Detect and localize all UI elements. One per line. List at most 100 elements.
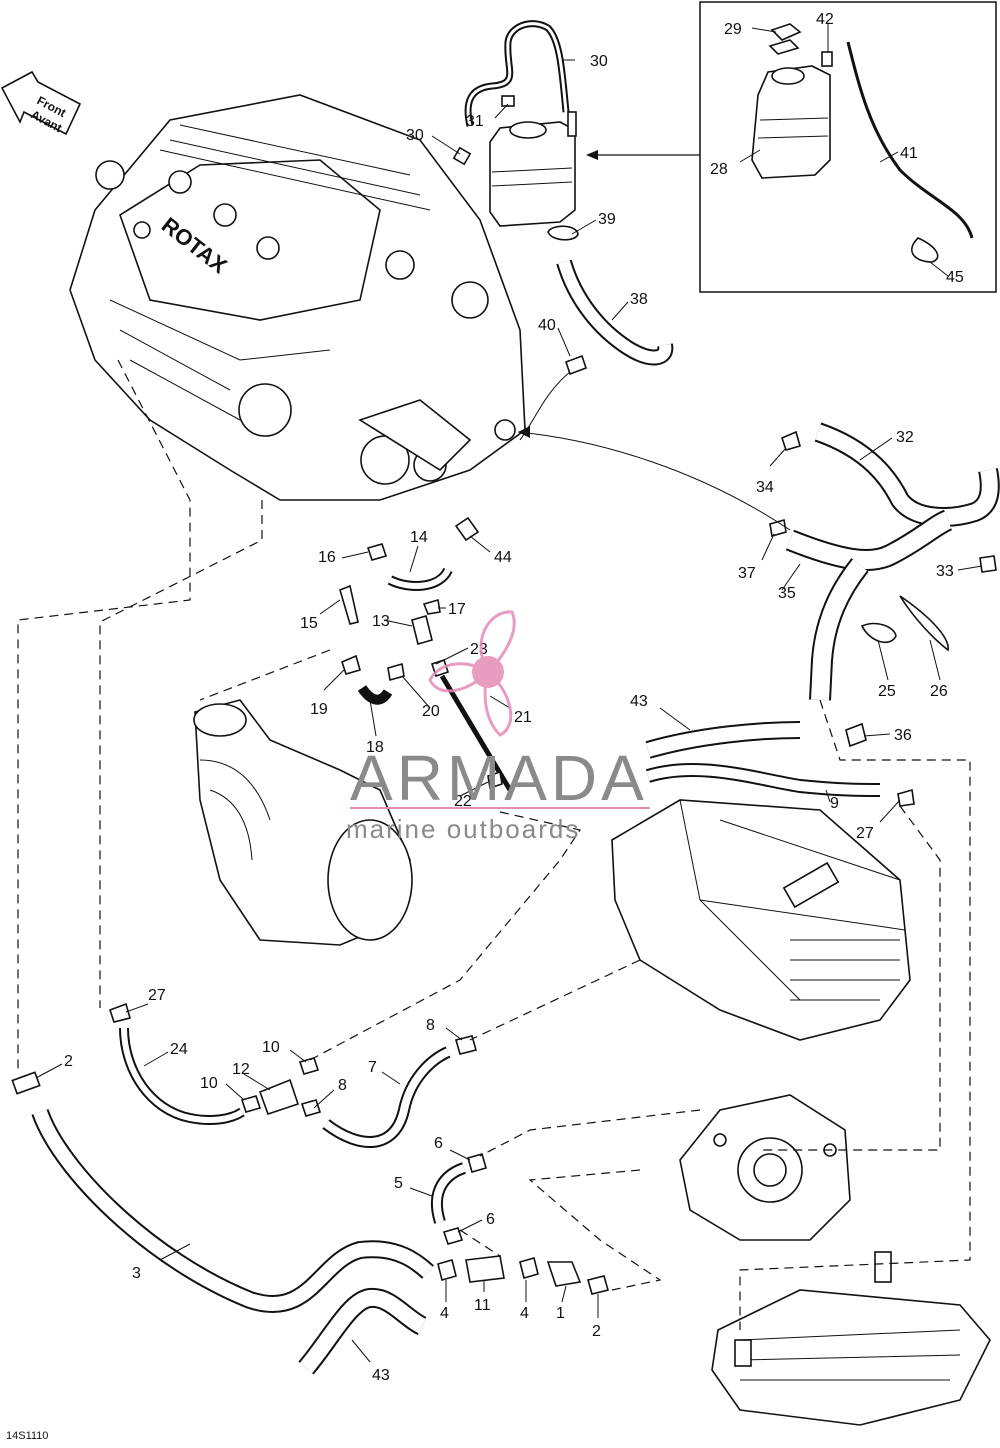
exhaust-muffler [193, 699, 413, 946]
callout-22: 22 [454, 793, 472, 810]
callout-4-right: 4 [520, 1305, 529, 1322]
callout-45: 45 [946, 269, 964, 286]
coolant-tank-group [452, 20, 674, 441]
elbow-44 [454, 516, 480, 542]
clamp-34 [781, 430, 801, 451]
callout-30-upper: 30 [590, 53, 608, 70]
clamp-6a [467, 1153, 487, 1173]
callout-3: 3 [132, 1265, 141, 1282]
callout-21: 21 [514, 709, 532, 726]
tie-25 [860, 622, 897, 644]
bracket-15 [339, 584, 359, 625]
callout-41: 41 [900, 145, 918, 162]
inset-ring [768, 39, 800, 55]
inset-tie-45 [911, 237, 939, 263]
callout-37: 37 [738, 565, 756, 582]
hose-21 [439, 674, 513, 792]
callout-8-upper: 8 [426, 1017, 435, 1034]
clamp-39 [547, 225, 579, 241]
callout-16: 16 [318, 549, 336, 566]
callout-36: 36 [894, 727, 912, 744]
callout-2-right: 2 [592, 1323, 601, 1340]
callout-4-left: 4 [440, 1305, 449, 1322]
hoses-43-9 [645, 721, 915, 807]
front-direction-arrow: Front Avant [0, 70, 82, 135]
callout-23: 23 [470, 641, 488, 658]
callout-42: 42 [816, 11, 834, 28]
leader-lines [35, 24, 983, 1363]
clamp-19 [341, 654, 361, 675]
callout-5: 5 [394, 1175, 403, 1192]
callout-9: 9 [830, 795, 839, 812]
callout-6-upper: 6 [434, 1135, 443, 1152]
callout-18: 18 [366, 739, 384, 756]
intercooler [611, 799, 911, 1041]
callout-29: 29 [724, 21, 742, 38]
clamp-16 [366, 543, 388, 561]
tee-12 [258, 1078, 300, 1116]
callout-26: 26 [930, 683, 948, 700]
inset-detail-box [586, 1, 997, 293]
callout-8-lower: 8 [338, 1077, 347, 1094]
callout-7: 7 [368, 1059, 377, 1076]
clamp-37 [769, 518, 787, 538]
callout-labels: 30 31 30 29 42 41 28 45 39 38 40 32 34 3… [64, 11, 964, 1384]
callout-43-upper: 43 [630, 693, 648, 710]
clamp-27-right [897, 788, 915, 807]
inset-cap-29 [770, 23, 802, 41]
drawing-code: 14S1110 [6, 1430, 49, 1442]
clamp-31 [501, 95, 515, 107]
hose-30-upper [464, 20, 570, 127]
callout-31: 31 [466, 113, 484, 130]
clamp-8a [455, 1035, 477, 1055]
callout-27-right: 27 [856, 825, 874, 842]
clamp-22 [487, 770, 503, 790]
clamp-36 [845, 722, 867, 748]
clamp-10a [298, 1057, 320, 1075]
callout-12: 12 [232, 1061, 250, 1078]
bottom-hoses [11, 1002, 609, 1375]
callout-33: 33 [936, 563, 954, 580]
clamp-33 [979, 555, 997, 573]
clamp-27-left [108, 1002, 131, 1023]
callout-10-upper: 10 [262, 1039, 280, 1056]
callout-40: 40 [538, 317, 556, 334]
callout-38: 38 [630, 291, 648, 308]
watermark: ARMADA marine outboards [346, 610, 650, 844]
callout-10-lower: 10 [200, 1075, 218, 1092]
callout-15: 15 [300, 615, 318, 632]
callout-28: 28 [710, 161, 728, 178]
inset-fitting-42 [821, 51, 833, 67]
pump-housing [679, 1094, 851, 1241]
tee-13 [411, 615, 433, 645]
inset-hose-41 [846, 41, 974, 239]
callout-25: 25 [878, 683, 896, 700]
fitting-2-left [11, 1071, 41, 1095]
clamp-17 [422, 598, 441, 615]
clamp-4b [519, 1257, 539, 1279]
callout-44: 44 [494, 549, 512, 566]
clamp-6b [442, 1227, 464, 1245]
callout-27-left: 27 [148, 987, 166, 1004]
inset-coolant-tank [751, 65, 831, 179]
callout-20: 20 [422, 703, 440, 720]
hose-assembly-32-35 [517, 422, 1000, 748]
callout-39: 39 [598, 211, 616, 228]
clamp-40 [564, 354, 588, 376]
watermark-subtitle: marine outboards [346, 814, 580, 844]
clamp-4a [437, 1259, 457, 1281]
watermark-title: ARMADA [350, 742, 648, 814]
callout-13: 13 [372, 613, 390, 630]
clamp-10b [240, 1095, 262, 1113]
dashed-routing-lines [17, 359, 971, 1330]
callout-34: 34 [756, 479, 774, 496]
callout-14: 14 [410, 529, 428, 546]
engine-assembly: ROTAX [69, 94, 526, 501]
callout-43-lower: 43 [372, 1367, 390, 1384]
callout-6-lower: 6 [486, 1211, 495, 1228]
clamp-8b [300, 1099, 322, 1117]
clamp-2-right [587, 1275, 609, 1295]
tie-26 [899, 595, 949, 652]
ride-plate [711, 1251, 991, 1426]
